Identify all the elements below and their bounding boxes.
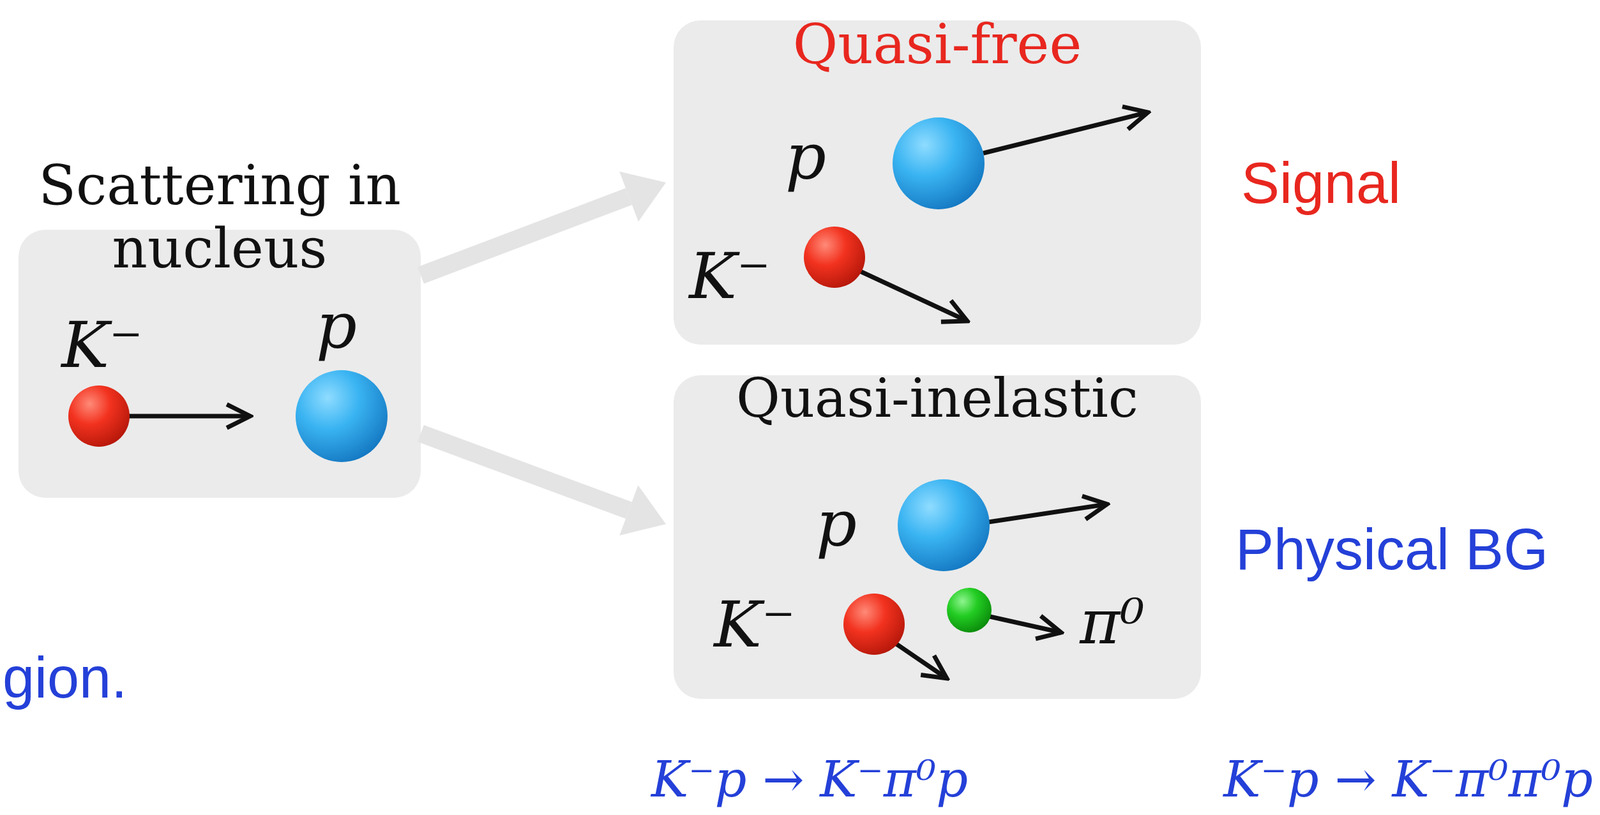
reaction-equation: K⁻p → K⁻π⁰p xyxy=(651,751,968,809)
caption-fragment: gion. xyxy=(2,645,128,712)
proton-ball xyxy=(892,117,985,210)
particle-label: p xyxy=(815,487,857,561)
pion-ball xyxy=(946,588,992,633)
proton-ball xyxy=(897,479,990,572)
particle-label: p xyxy=(785,120,827,194)
momentum-arrow xyxy=(858,270,968,322)
momentum-arrow xyxy=(989,616,1062,633)
flow-arrow xyxy=(420,171,666,276)
box-heading: Quasi-inelastic xyxy=(673,367,1201,430)
flow-arrow xyxy=(420,433,666,536)
box-heading: Quasi-free xyxy=(673,12,1201,76)
momentum-arrow xyxy=(127,414,251,419)
flow-arrow-head xyxy=(619,171,666,223)
kaon-ball xyxy=(68,385,130,447)
momentum-arrow xyxy=(983,112,1148,154)
flow-arrow-shaft xyxy=(420,433,629,511)
particle-label: K⁻ xyxy=(61,308,144,382)
box-heading: Scattering in nucleus xyxy=(18,153,421,281)
category-label: Physical BG xyxy=(1235,517,1549,584)
particle-label: K⁻ xyxy=(713,588,796,662)
kaon-ball xyxy=(803,226,866,288)
particle-label: K⁻ xyxy=(688,239,771,313)
momentum-arrow xyxy=(892,641,947,679)
particle-label: p xyxy=(316,289,357,363)
flow-arrow-shaft xyxy=(420,196,629,276)
kaon-ball xyxy=(843,593,905,656)
momentum-arrow xyxy=(988,504,1108,523)
proton-ball xyxy=(295,370,388,463)
particle-label: π⁰ xyxy=(1079,587,1145,658)
reaction-equation: K⁻p → K⁻π⁰π⁰p xyxy=(1223,751,1593,809)
category-label: Signal xyxy=(1241,150,1401,218)
flow-arrow-head xyxy=(619,485,666,536)
